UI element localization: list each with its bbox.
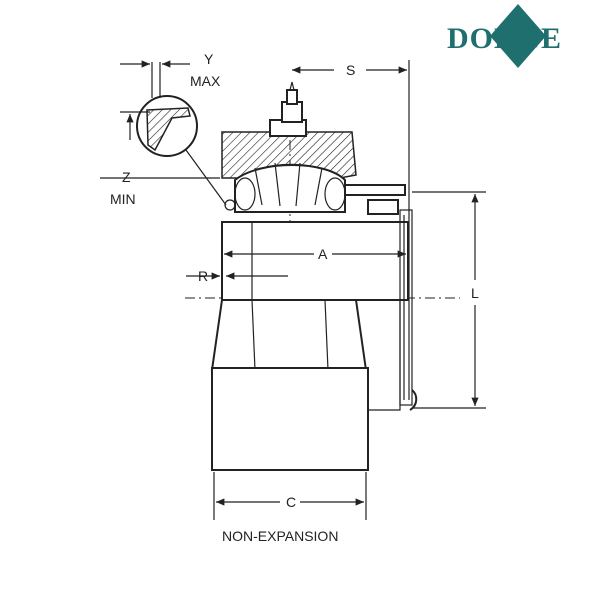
logo-diamond xyxy=(490,4,546,68)
logo-text: DODGE xyxy=(447,22,562,55)
label-c: C xyxy=(286,494,296,510)
dimension-l xyxy=(412,191,486,409)
dimension-s xyxy=(292,60,410,400)
shaft-section xyxy=(221,209,418,411)
label-r: R xyxy=(198,268,208,284)
caption-non-expansion: NON-EXPANSION xyxy=(222,528,338,544)
dodge-logo: DODGE xyxy=(447,4,562,68)
label-s: S xyxy=(346,62,355,78)
detail-callout xyxy=(100,60,227,206)
label-l: L xyxy=(471,285,479,301)
grease-fitting xyxy=(281,81,303,123)
label-z: Z xyxy=(122,169,131,185)
label-y: Y xyxy=(204,51,214,67)
pedestal-base xyxy=(210,299,401,471)
label-max: MAX xyxy=(190,73,221,89)
bearing-insert xyxy=(224,162,406,215)
label-min: MIN xyxy=(110,191,136,207)
label-a: A xyxy=(318,246,328,262)
dimension-c xyxy=(213,472,367,520)
